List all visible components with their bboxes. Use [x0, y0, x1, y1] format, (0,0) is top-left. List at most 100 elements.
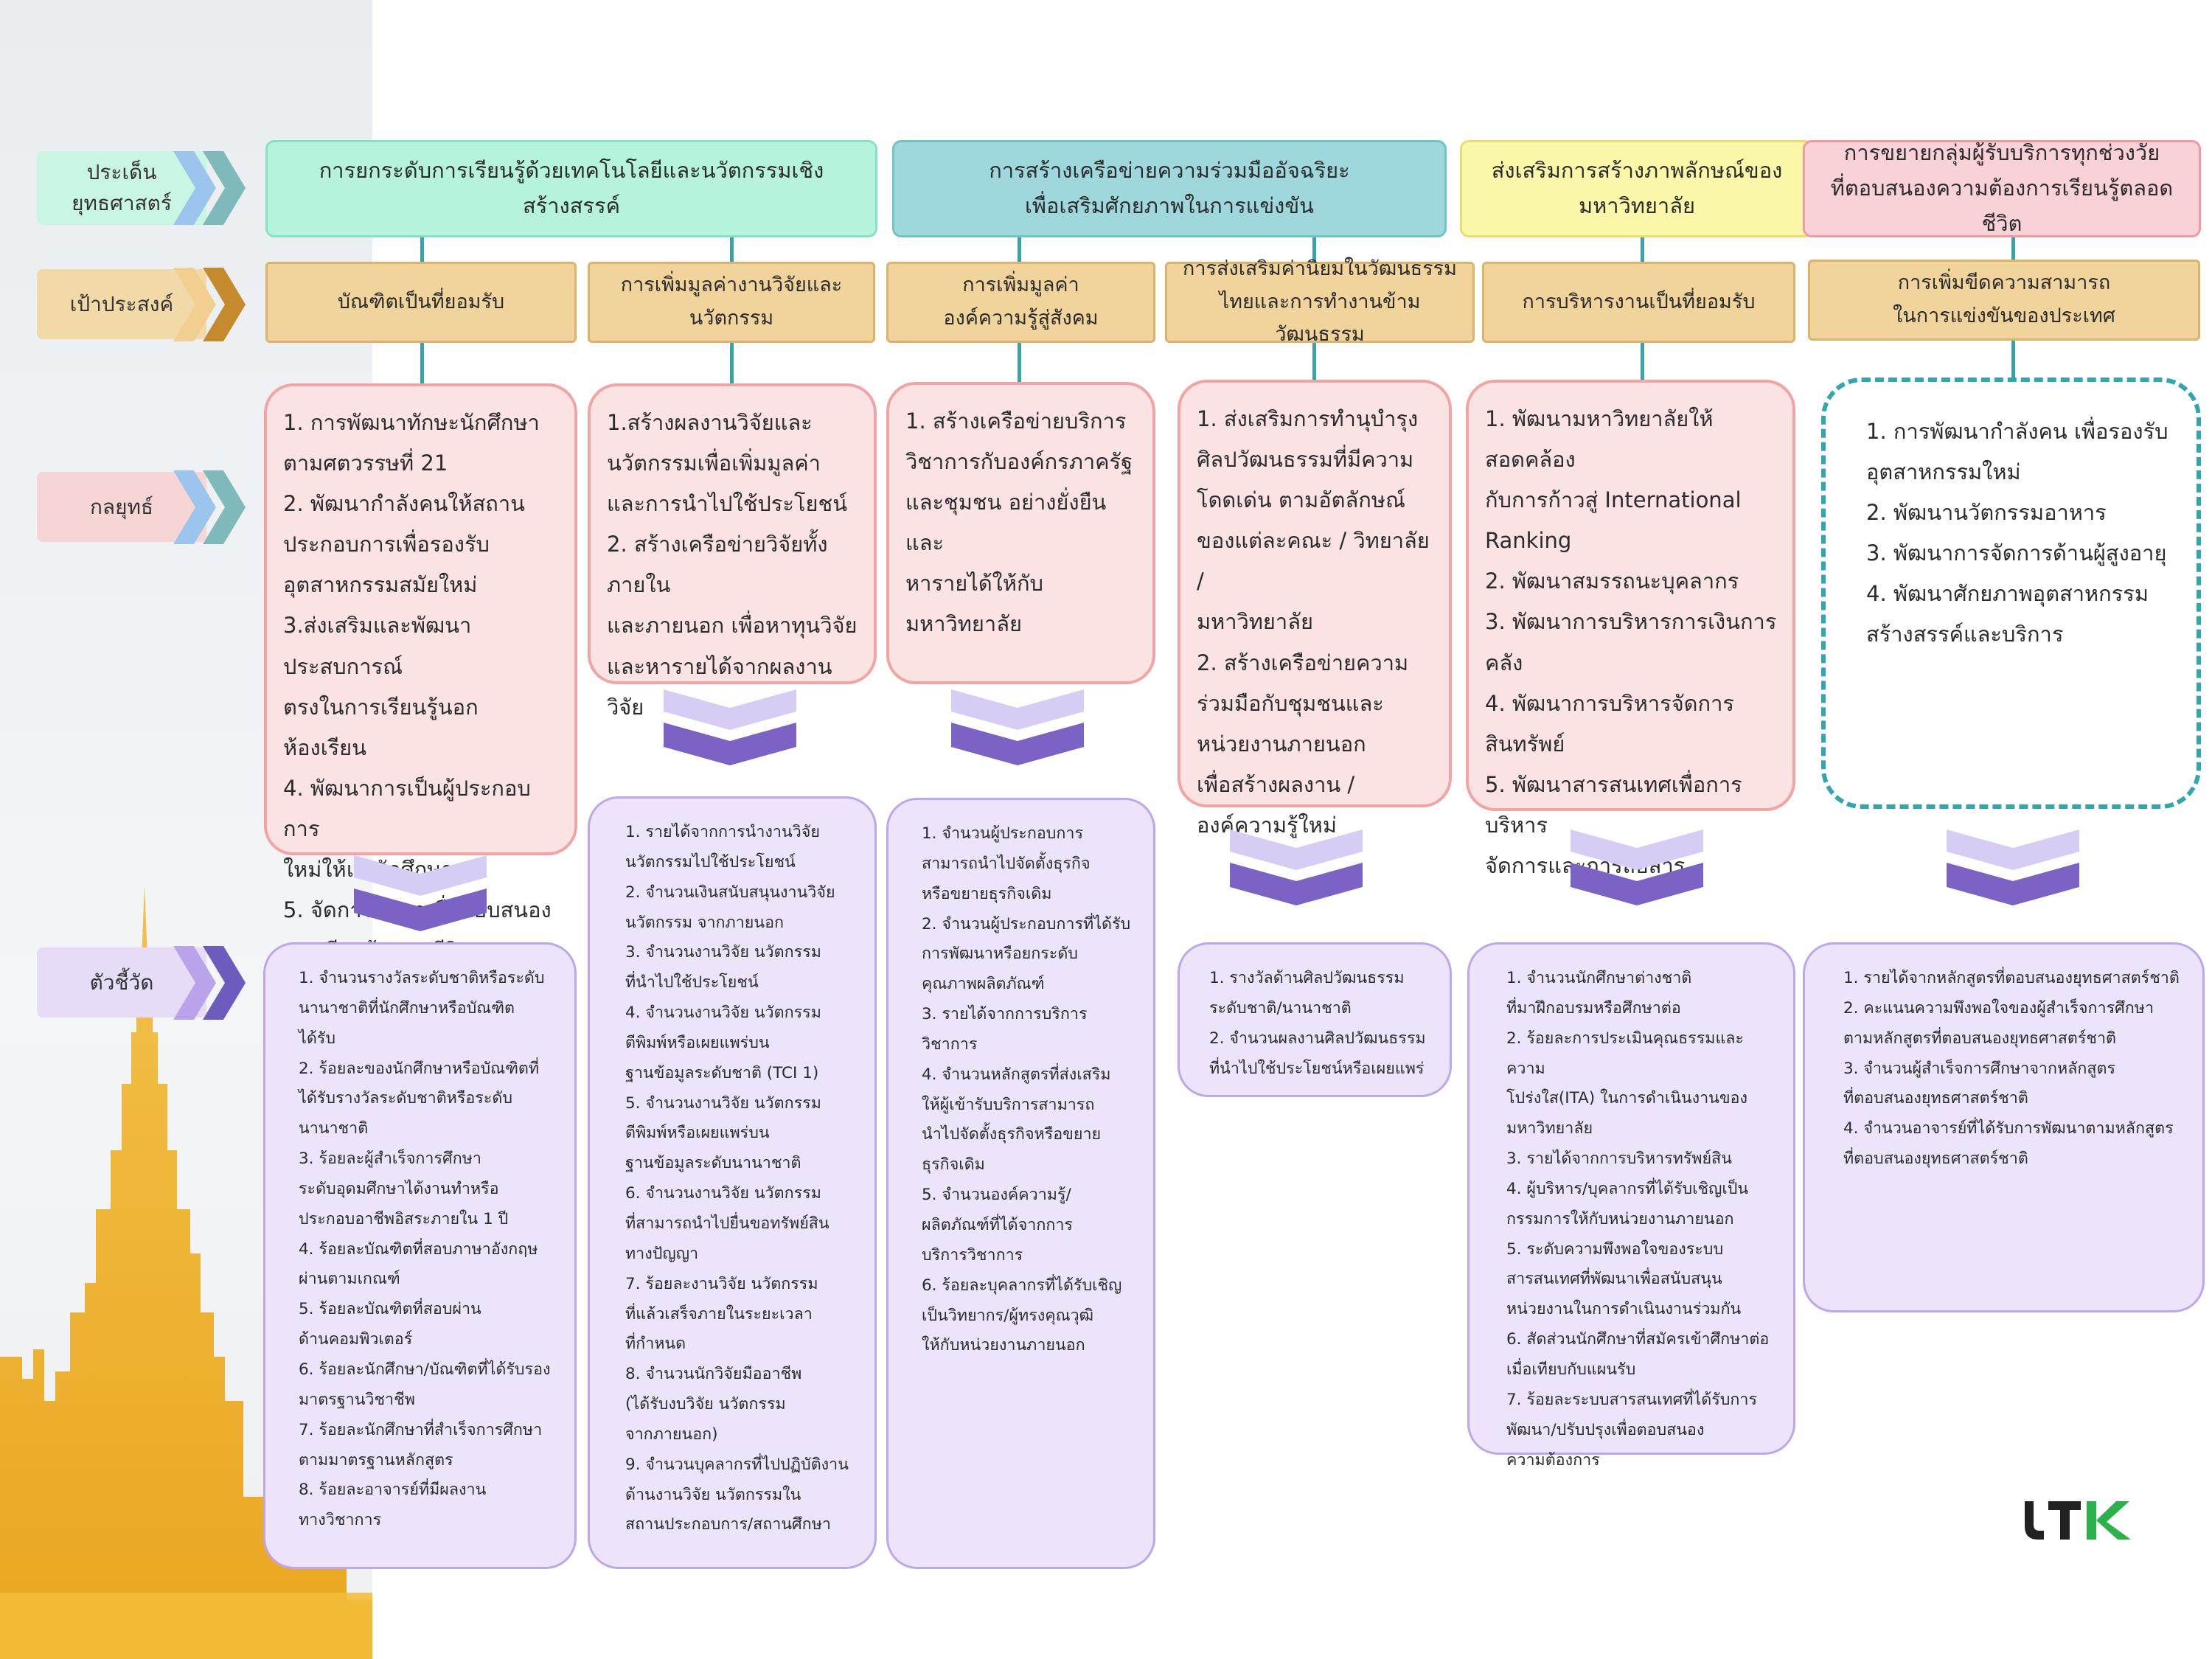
strategy-box-4: 1. ส่งเสริมการทำนุบำรุง ศิลปวัฒนธรรมที่ม…: [1178, 380, 1452, 838]
indicator-item: 8. จำนวนนักวิจัยมืออาชีพ (ได้รับงบวิจัย …: [625, 1365, 802, 1444]
connector-line: [1312, 343, 1316, 383]
indicator-box-5: 1. จำนวนนักศึกษาต่างชาติ ที่มาฝึกอบรมหรื…: [1467, 942, 1795, 1470]
strategy-item: 2. พัฒนานวัตกรรมอาหาร: [1866, 500, 2107, 526]
objective-5: การบริหารงานเป็นที่ยอมรับ: [1482, 262, 1795, 343]
chevron-down-icon: [354, 855, 487, 931]
chevron-right-icon: [173, 268, 246, 341]
objective-6: การเพิ่มขีดความสามารถ ในการแข่งขันของประ…: [1808, 260, 2200, 341]
indicator-item: 3. รายได้จากการบริหารทรัพย์สิน: [1506, 1150, 1732, 1169]
indicator-item: 1. จำนวนรางวัลระดับชาติหรือระดับ นานาชาต…: [299, 969, 545, 1048]
indicator-item: 9. จำนวนบุคลากรที่ไปปฏิบัติงาน ด้านงานวิ…: [625, 1455, 849, 1534]
strategy-item: 1. สร้างเครือข่ายบริการ วิชาการกับองค์กร…: [905, 408, 1133, 637]
indicator-item: 4. จำนวนอาจารย์ที่ได้รับการพัฒนาตามหลักส…: [1843, 1119, 2174, 1169]
strategy-box-3: 1. สร้างเครือข่ายบริการ วิชาการกับองค์กร…: [886, 382, 1155, 684]
row-label-strategy-text: กลยุทธ์: [89, 494, 154, 519]
indicator-item: 7. ร้อยละระบบสารสนเทศที่ได้รับการ พัฒนา/…: [1506, 1390, 1758, 1470]
strategic-issue-2: การสร้างเครือข่ายความร่วมมืออัจฉริยะ เพื…: [892, 140, 1447, 237]
row-label-indicator-text: ตัวชี้วัด: [89, 970, 154, 995]
strategic-issue-4-text: การขยายกลุ่มผู้รับบริการทุกช่วงวัย ที่ตอ…: [1830, 140, 2174, 236]
strategy-item: 4. พัฒนาการเป็นผู้ประกอบการ ใหม่ให้แก่นั…: [283, 775, 531, 882]
indicator-item: 1. จำนวนนักศึกษาต่างชาติ ที่มาฝึกอบรมหรื…: [1506, 969, 1692, 1018]
indicator-item: 7. ร้อยละงานวิจัย นวัตกรรม ที่แล้วเสร็จภ…: [625, 1274, 818, 1354]
strategy-item: 1.สร้างผลงานวิจัยและ นวัตกรรมเพื่อเพิ่มม…: [607, 410, 848, 517]
indicator-item: 6. ร้อยละบุคลากรที่ได้รับเชิญ เป็นวิทยาก…: [922, 1276, 1122, 1355]
connector-line: [1641, 343, 1644, 383]
indicator-box-4: 1. รางวัลด้านศิลปวัฒนธรรม ระดับชาติ/นานา…: [1178, 942, 1452, 1097]
connector-line: [1018, 237, 1021, 263]
utk-logo-mark: [2025, 1501, 2131, 1540]
row-label-strategy: กลยุทธ์: [37, 472, 206, 542]
strategic-issue-3-text: ส่งเสริมการสร้างภาพลักษณ์ของ มหาวิทยาลัย: [1491, 158, 1783, 218]
row-label-strategic-issue-text: ประเด็น ยุทธศาสตร์: [72, 160, 172, 215]
row-label-objective-text: เป้าประสงค์: [69, 291, 174, 316]
chevron-down-icon: [664, 689, 796, 765]
utk-logo: [2020, 1497, 2138, 1544]
indicator-item: 6. สัดส่วนนักศึกษาที่สมัครเข้าศึกษาต่อ เ…: [1506, 1330, 1770, 1379]
indicator-item: 2. ร้อยละของนักศึกษาหรือบัณฑิตที่ ได้รับ…: [299, 1059, 540, 1138]
connector-line: [420, 343, 424, 383]
indicator-item: 2. จำนวนผลงานศิลปวัฒนธรรม ที่นำไปใช้ประโ…: [1209, 1029, 1426, 1078]
indicator-item: 2. คะแนนความพึงพอใจของผู้สำเร็จการศึกษา …: [1843, 998, 2154, 1048]
chevron-right-icon: [173, 151, 246, 225]
indicator-item: 3. รายได้จากการบริการ วิชาการ: [922, 1005, 1088, 1054]
objective-3-text: การเพิ่มมูลค่า องค์ความรู้สู่สังคม: [943, 274, 1099, 330]
strategy-item: 3.ส่งเสริมและพัฒนาประสบการณ์ ตรงในการเรี…: [283, 613, 479, 760]
indicator-item: 6. จำนวนงานวิจัย นวัตกรรม ที่สามารถนำไปย…: [625, 1184, 830, 1263]
connector-line: [1641, 237, 1644, 263]
strategy-item: 3. พัฒนาการจัดการด้านผู้สูงอายุ: [1866, 540, 2167, 566]
indicator-item: 3. จำนวนผู้สำเร็จการศึกษาจากหลักสูตร ที่…: [1843, 1059, 2116, 1108]
strategy-item: 4. พัฒนาศักยภาพอุตสาหกรรม สร้างสรรค์และบ…: [1866, 581, 2149, 647]
strategy-item: 1. ส่งเสริมการทำนุบำรุง ศิลปวัฒนธรรมที่ม…: [1197, 406, 1430, 635]
row-label-strategic-issue: ประเด็น ยุทธศาสตร์: [37, 151, 206, 225]
indicator-box-1: 1. จำนวนรางวัลระดับชาติหรือระดับ นานาชาต…: [263, 942, 577, 1569]
objective-4-text: การส่งเสริมค่านิยมในวัฒนธรรม ไทยและการทำ…: [1183, 257, 1457, 347]
connector-line: [1312, 237, 1316, 263]
connector-line: [1018, 343, 1021, 383]
connector-line: [420, 237, 424, 263]
row-label-objective: เป้าประสงค์: [37, 269, 206, 339]
indicator-item: 8. ร้อยละอาจารย์ที่มีผลงาน ทางวิชาการ: [299, 1481, 487, 1530]
indicator-item: 6. ร้อยละนักศึกษา/บัณฑิตที่ได้รับรอง มาต…: [299, 1360, 551, 1409]
indicator-box-3: 1. จำนวนผู้ประกอบการ สามารถนำไปจัดตั้งธุ…: [886, 798, 1155, 1569]
indicator-item: 4. จำนวนหลักสูตรที่ส่งเสริม ให้ผู้เข้ารั…: [922, 1065, 1111, 1175]
indicator-item: 5. จำนวนองค์ความรู้/ ผลิตภัณฑ์ที่ได้จากก…: [922, 1186, 1073, 1265]
connector-line: [2011, 341, 2015, 378]
strategic-issue-1: การยกระดับการเรียนรู้ด้วยเทคโนโลยีและนวั…: [265, 140, 877, 237]
objective-5-text: การบริหารงานเป็นที่ยอมรับ: [1522, 290, 1756, 313]
objective-1: บัณฑิตเป็นที่ยอมรับ: [265, 262, 577, 343]
objective-6-text: การเพิ่มขีดความสามารถ ในการแข่งขันของประ…: [1893, 271, 2115, 327]
indicator-box-6: 1. รายได้จากหลักสูตรที่ตอบสนองยุทธศาสตร์…: [1803, 942, 2205, 1312]
strategy-item: 2. สร้างเครือข่ายวิจัยทั้งภายใน และภายนอ…: [607, 532, 858, 720]
indicator-item: 5. ระดับความพึงพอใจของระบบ สารสนเทศที่พั…: [1506, 1239, 1742, 1319]
indicator-item: 2. ร้อยละการประเมินคุณธรรมและความ โปร่งใ…: [1506, 1029, 1747, 1138]
strategy-item: 4. พัฒนาการบริหารจัดการสินทรัพย์: [1485, 690, 1734, 757]
connector-line: [730, 237, 734, 263]
strategy-item: 1. การพัฒนากำลังคน เพื่อรองรับ อุตสาหกรร…: [1866, 419, 2168, 485]
strategy-item: 1. พัฒนามหาวิทยาลัยให้สอดคล้อง กับการก้า…: [1485, 406, 1742, 554]
indicator-item: 2. จำนวนเงินสนับสนุนงานวิจัย นวัตกรรม จา…: [625, 883, 835, 932]
connector-line: [730, 343, 734, 383]
strategy-box-6: 1. การพัฒนากำลังคน เพื่อรองรับ อุตสาหกรร…: [1821, 378, 2201, 809]
indicator-item: 4. ร้อยละบัณฑิตที่สอบภาษาอังกฤษ ผ่านตามเ…: [299, 1239, 538, 1289]
indicator-item: 3. จำนวนงานวิจัย นวัตกรรม ที่นำไปใช้ประโ…: [625, 943, 821, 992]
indicator-item: 4. ผู้บริหาร/บุคลากรที่ได้รับเชิญเป็น กร…: [1506, 1179, 1749, 1228]
strategy-box-2: 1.สร้างผลงานวิจัยและ นวัตกรรมเพื่อเพิ่มม…: [588, 383, 877, 720]
strategic-issue-4: การขยายกลุ่มผู้รับบริการทุกช่วงวัย ที่ตอ…: [1803, 140, 2201, 237]
strategy-box-5: 1. พัฒนามหาวิทยาลัยให้สอดคล้อง กับการก้า…: [1466, 380, 1795, 878]
strategy-item: 1. การพัฒนาทักษะนักศึกษา ตามศตวรรษที่ 21: [283, 410, 540, 476]
connector-line: [2011, 237, 2015, 263]
indicator-item: 4. จำนวนงานวิจัย นวัตกรรม ตีพิมพ์หรือเผย…: [625, 1004, 821, 1082]
strategy-item: 2. พัฒนาสมรรถนะบุคลากร: [1485, 568, 1739, 594]
row-label-indicator: ตัวชี้วัด: [37, 947, 206, 1018]
strategic-issue-3: ส่งเสริมการสร้างภาพลักษณ์ของ มหาวิทยาลัย: [1460, 140, 1814, 237]
indicator-item: 5. จำนวนงานวิจัย นวัตกรรม ตีพิมพ์หรือเผย…: [625, 1093, 821, 1173]
indicator-item: 1. รายได้จากหลักสูตรที่ตอบสนองยุทธศาสตร์…: [1843, 969, 2180, 987]
indicator-box-2: 1. รายได้จากการนำงานวิจัย นวัตกรรมไปใช้ป…: [588, 796, 877, 1569]
strategy-item: 3. พัฒนาการบริหารการเงินการคลัง: [1485, 609, 1777, 675]
indicator-item: 2. จำนวนผู้ประกอบการที่ได้รับ การพัฒนาหร…: [922, 914, 1131, 994]
indicator-item: 7. ร้อยละนักศึกษาที่สำเร็จการศึกษา ตามมา…: [299, 1420, 543, 1470]
chevron-down-icon: [1571, 830, 1703, 905]
indicator-item: 1. รายได้จากการนำงานวิจัย นวัตกรรมไปใช้ป…: [625, 823, 820, 872]
chevron-down-icon: [951, 689, 1084, 765]
chevron-right-icon: [173, 470, 246, 544]
